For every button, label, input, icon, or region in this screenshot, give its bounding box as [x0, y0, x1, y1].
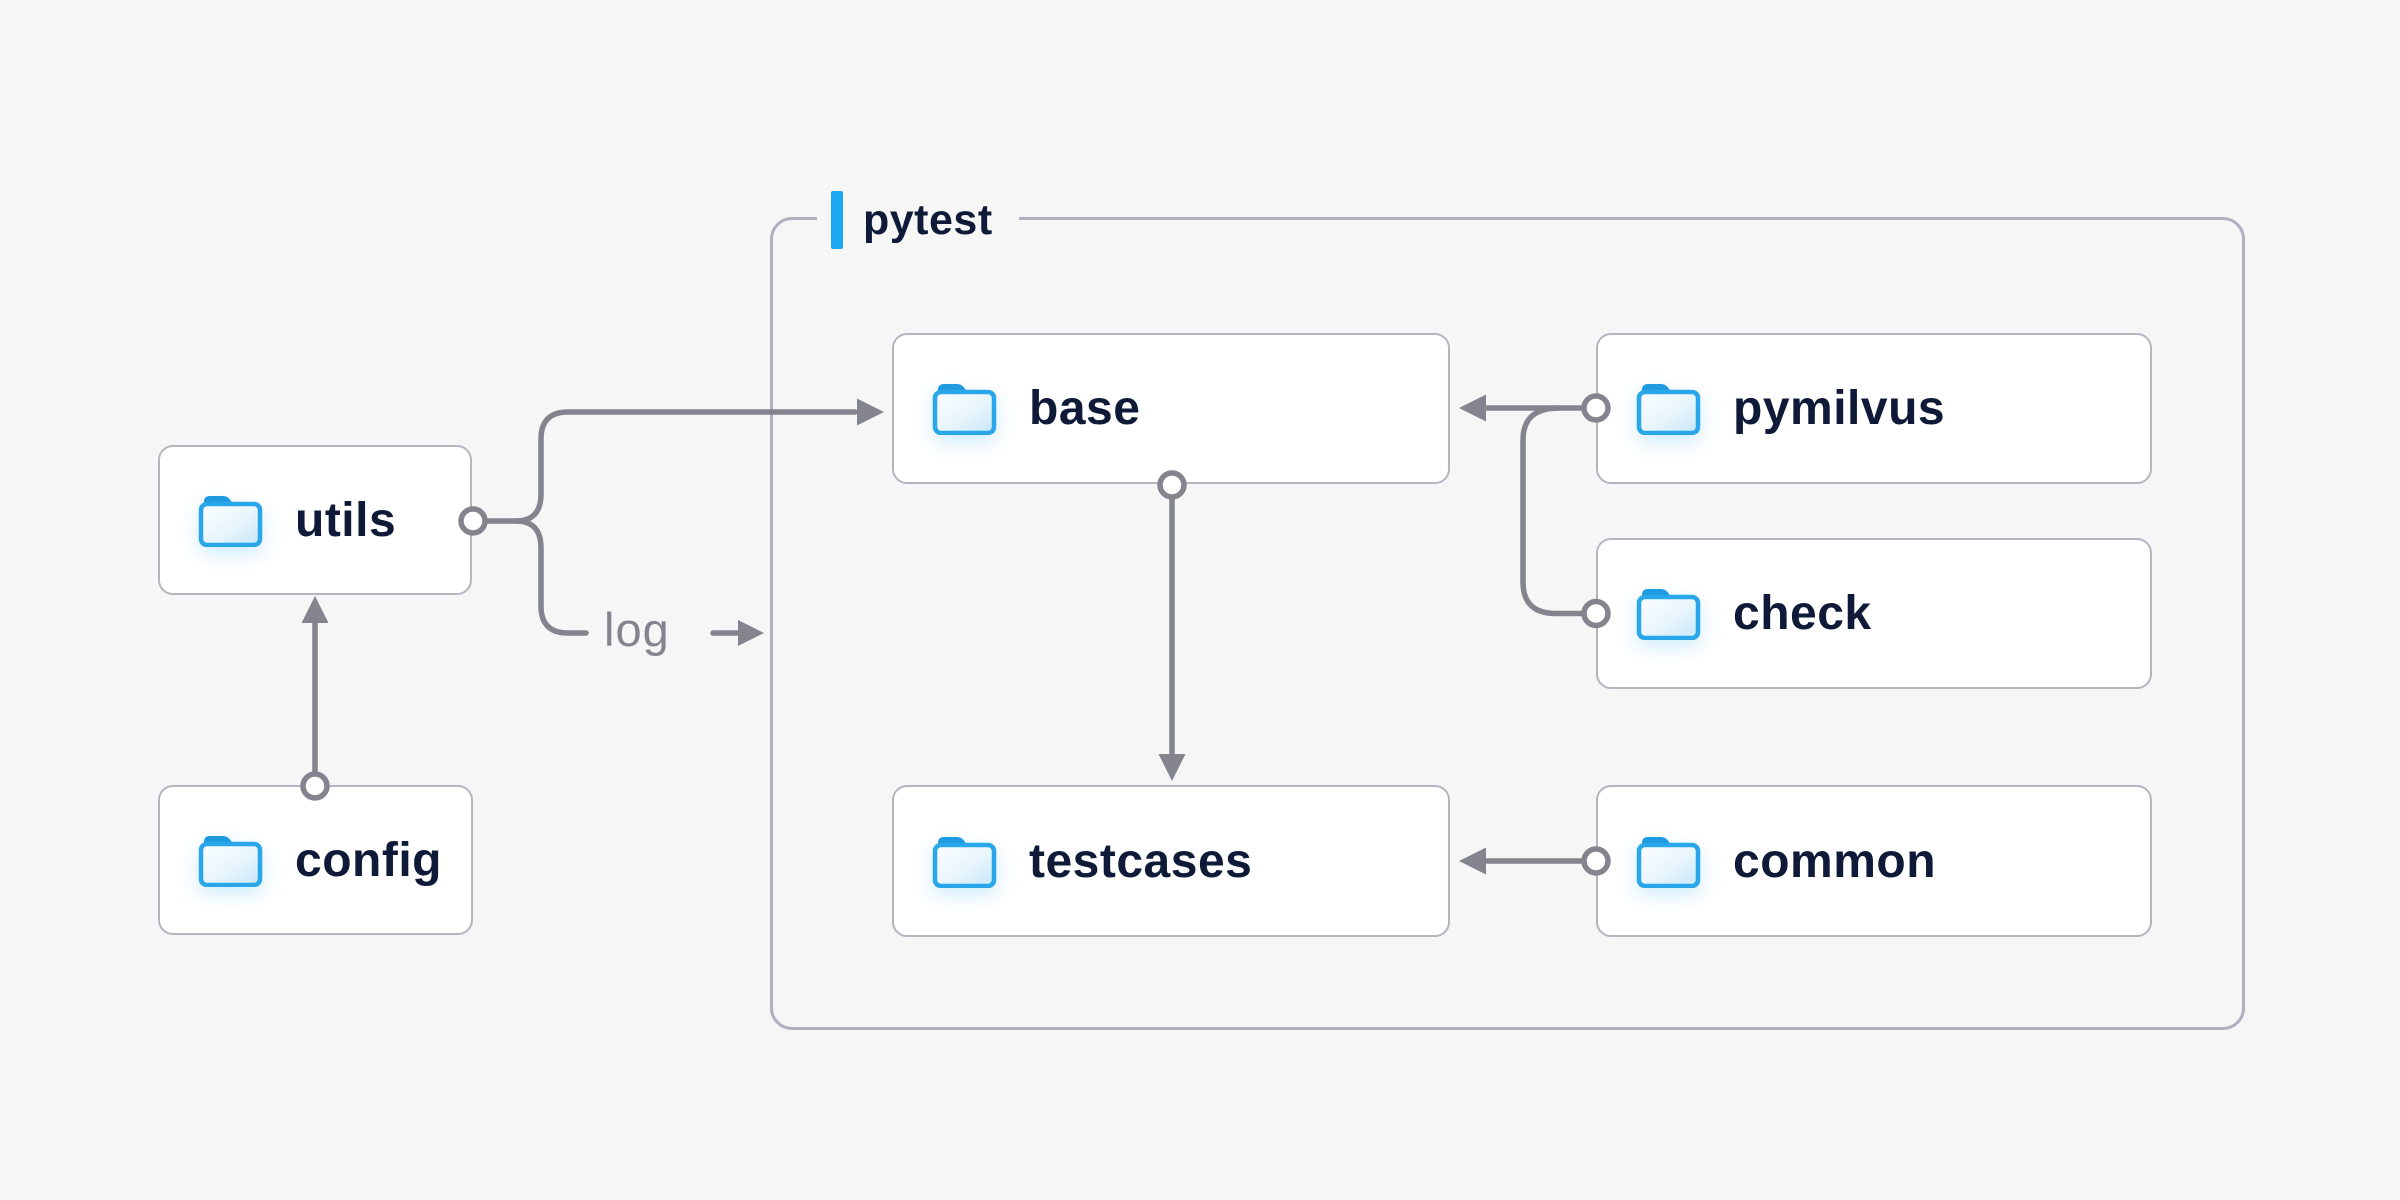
blue-accent-bar — [831, 191, 843, 249]
edge-config-to-utils — [300, 596, 330, 801]
node-common-label: common — [1733, 834, 1937, 888]
node-pymilvus-label: pymilvus — [1733, 382, 1946, 435]
folder-icon — [1636, 835, 1701, 888]
pytest-group-box: pytest — [770, 188, 2245, 1030]
node-testcases: testcases — [892, 785, 1450, 937]
folder-icon — [198, 494, 263, 547]
node-testcases-label: testcases — [1029, 834, 1253, 888]
node-utils: utils — [158, 445, 472, 595]
node-base-label: base — [1029, 382, 1141, 435]
node-check-label: check — [1733, 587, 1872, 640]
node-pymilvus: pymilvus — [1596, 333, 2152, 484]
folder-icon — [932, 835, 997, 888]
folder-icon — [1636, 382, 1701, 435]
node-common: common — [1596, 785, 2152, 937]
node-utils-label: utils — [295, 493, 397, 547]
pytest-group-label: pytest — [817, 188, 1019, 252]
folder-icon — [1636, 587, 1701, 640]
arrowhead-up — [301, 596, 329, 623]
pytest-group-title: pytest — [863, 195, 993, 244]
node-config-label: config — [295, 833, 442, 887]
edge-label-log: log — [604, 603, 670, 656]
arrowhead-right — [738, 620, 764, 646]
folder-icon — [932, 382, 997, 435]
node-base: base — [892, 333, 1450, 484]
node-check: check — [1596, 538, 2152, 689]
node-config: config — [158, 785, 473, 935]
folder-icon — [198, 834, 263, 887]
